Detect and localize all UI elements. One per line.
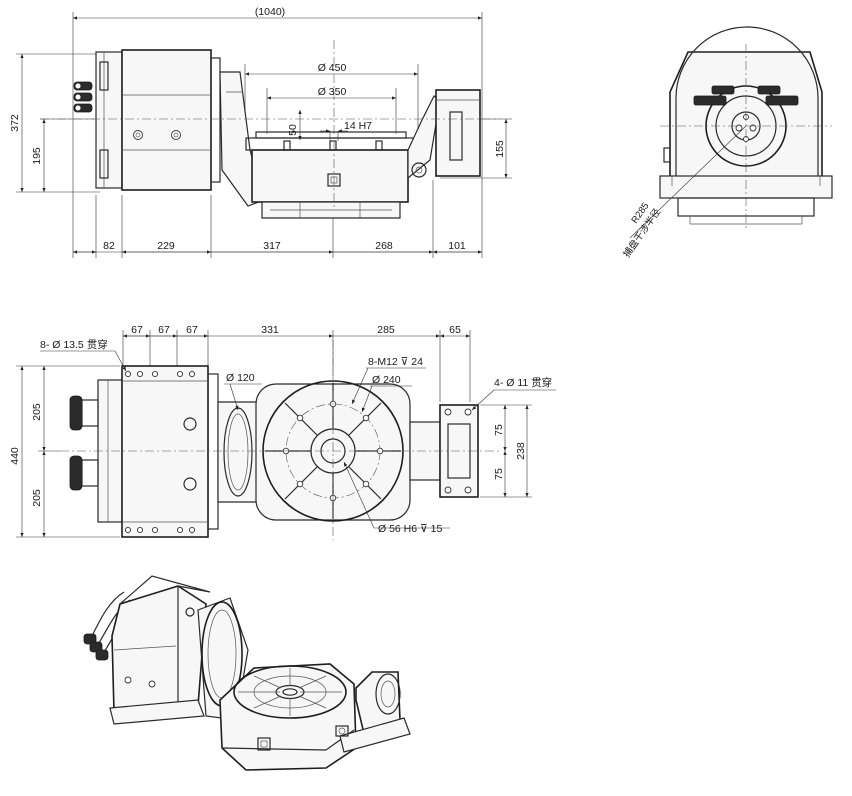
dim-width-205a: 205 — [31, 403, 43, 421]
dim-238: 238 — [515, 442, 527, 460]
dim-table-diameter: Ø 450 — [318, 62, 347, 74]
dim-bottom-101: 101 — [448, 240, 466, 252]
isometric-view — [83, 575, 411, 771]
dim-height-155: 155 — [494, 140, 506, 158]
note-dia-240: Ø 240 — [372, 374, 401, 386]
dim-bottom-82: 82 — [103, 240, 115, 252]
cable-connectors — [73, 81, 93, 113]
dim-top-67c: 67 — [186, 324, 198, 336]
dim-top-67b: 67 — [158, 324, 170, 336]
dim-slot-width: 14 H7 — [344, 120, 372, 132]
dim-bottom-268: 268 — [375, 240, 393, 252]
dim-75a: 75 — [493, 424, 505, 436]
dim-height-372: 372 — [9, 114, 21, 132]
dim-overall-length: (1040) — [255, 6, 285, 18]
dim-height-195: 195 — [31, 147, 43, 165]
dim-top-285: 285 — [377, 324, 395, 336]
note-tap: 8-M12 ⊽ 24 — [368, 356, 423, 368]
dim-width-205b: 205 — [31, 489, 43, 507]
note-dia-120: Ø 120 — [226, 372, 255, 384]
dim-75b: 75 — [493, 468, 505, 480]
dim-bottom-229: 229 — [157, 240, 175, 252]
dim-top-65: 65 — [449, 324, 461, 336]
dim-top-331: 331 — [261, 324, 279, 336]
note-bore: Ø 56 H6 ⊽ 15 — [378, 523, 442, 535]
note-holes-left: 8- Ø 13.5 贯穿 — [40, 338, 108, 351]
top-view: 67 67 67 331 285 65 8- Ø 13.5 贯穿 Ø 120 8… — [9, 324, 556, 540]
dim-top-67a: 67 — [131, 324, 143, 336]
dim-width-440: 440 — [9, 447, 21, 465]
side-view: R285 捕盘干涉半径 — [621, 26, 833, 260]
dim-slot-height: 50 — [287, 124, 299, 136]
front-view: (1040) Ø 450 Ø 350 14 H7 50 372 195 155 — [9, 6, 512, 258]
dim-bolt-circle: Ø 350 — [318, 86, 347, 98]
note-holes-right: 4- Ø 11 贯穿 — [494, 376, 552, 389]
dim-bottom-317: 317 — [263, 240, 281, 252]
